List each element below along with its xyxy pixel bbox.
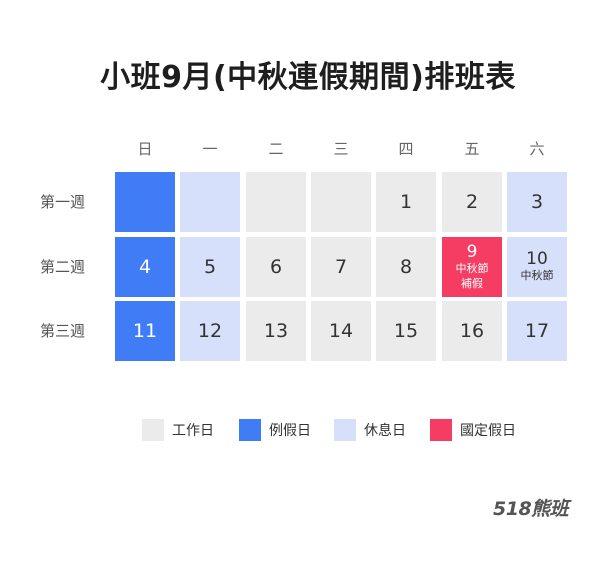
week-label: 第三週 <box>40 322 86 340</box>
legend-label: 工作日 <box>172 423 214 439</box>
calendar-cell: 17 <box>507 301 567 361</box>
legend-label: 休息日 <box>364 423 406 439</box>
day-number: 3 <box>530 191 544 213</box>
day-number: 5 <box>203 256 217 278</box>
calendar-cell <box>246 172 306 232</box>
calendar-cell <box>115 172 175 232</box>
day-header: 二 <box>268 140 284 158</box>
calendar-cell: 16 <box>442 301 502 361</box>
day-number: 17 <box>524 320 550 342</box>
calendar-cell: 6 <box>246 237 306 297</box>
calendar-cell: 5 <box>180 237 240 297</box>
week-label: 第一週 <box>40 193 86 211</box>
day-number: 1 <box>399 191 413 213</box>
day-header: 一 <box>202 140 218 158</box>
calendar-cell: 3 <box>507 172 567 232</box>
day-number: 16 <box>459 320 485 342</box>
day-number: 11 <box>132 320 158 342</box>
calendar-cell: 7 <box>311 237 371 297</box>
day-number: 8 <box>399 256 413 278</box>
day-number: 12 <box>197 320 223 342</box>
legend-item: 例假日 <box>239 418 311 442</box>
day-number: 9 <box>466 241 478 262</box>
calendar-cell: 2 <box>442 172 502 232</box>
day-number: 15 <box>393 320 419 342</box>
legend-item: 休息日 <box>334 418 406 442</box>
cell-note: 中秋節 <box>520 269 554 282</box>
calendar-cell: 8 <box>376 237 436 297</box>
day-number: 14 <box>328 320 354 342</box>
legend-swatch <box>142 419 164 441</box>
legend-item: 國定假日 <box>430 418 516 442</box>
calendar-cell: 11 <box>115 301 175 361</box>
legend-label: 國定假日 <box>460 423 516 439</box>
calendar-cell <box>180 172 240 232</box>
day-header: 三 <box>333 140 349 158</box>
day-number: 10 <box>526 249 548 269</box>
brand-logo: 518熊班 <box>493 498 569 520</box>
day-number: 6 <box>269 256 283 278</box>
calendar-cell: 14 <box>311 301 371 361</box>
legend-swatch <box>430 419 452 441</box>
legend-swatch <box>334 419 356 441</box>
legend-label: 例假日 <box>269 423 311 439</box>
week-label: 第二週 <box>40 258 86 276</box>
day-number: 7 <box>334 256 348 278</box>
day-header: 日 <box>137 140 153 158</box>
legend-swatch <box>239 419 261 441</box>
cell-note: 中秋節 <box>455 261 489 275</box>
calendar-cell: 12 <box>180 301 240 361</box>
day-header: 四 <box>398 140 414 158</box>
day-header: 五 <box>464 140 480 158</box>
calendar-cell: 4 <box>115 237 175 297</box>
page-title: 小班9月(中秋連假期間)排班表 <box>100 60 516 95</box>
day-header: 六 <box>529 140 545 158</box>
day-number: 2 <box>465 191 479 213</box>
day-number: 13 <box>263 320 289 342</box>
calendar-cell: 13 <box>246 301 306 361</box>
calendar-cell: 1 <box>376 172 436 232</box>
calendar-cell: 15 <box>376 301 436 361</box>
day-number: 4 <box>138 256 152 278</box>
calendar-cell <box>311 172 371 232</box>
legend-item: 工作日 <box>142 418 214 442</box>
cell-note: 補假 <box>461 276 483 290</box>
